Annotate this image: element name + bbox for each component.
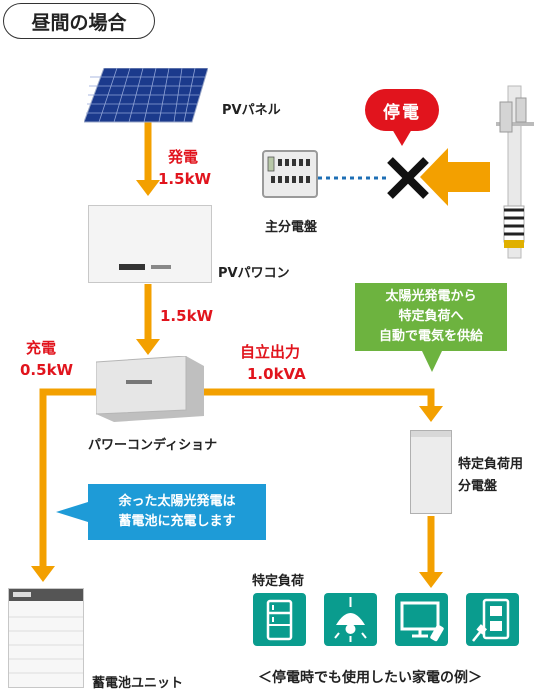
television-icon — [395, 593, 448, 646]
outage-badge: 停電 — [365, 89, 439, 131]
surplus-charge-line2: 蓄電池に充電します — [118, 514, 236, 529]
surplus-charge-callout: 余った太陽光発電は 蓄電池に充電します — [88, 484, 266, 540]
footer-caption: ＜停電時でも使用したい家電の例＞ — [258, 670, 482, 686]
refrigerator-icon — [253, 593, 306, 646]
power-conditioner-label: パワーコンディショナ — [88, 438, 218, 453]
auto-supply-callout: 太陽光発電から 特定負荷へ 自動で電気を供給 — [355, 283, 507, 351]
pv-panel-icon — [84, 68, 208, 123]
self-output-value: 1.0kVA — [247, 365, 306, 383]
generation-label: 発電 — [168, 148, 199, 166]
pv-inverter-icon — [88, 205, 212, 283]
green-callout-tail — [422, 351, 442, 372]
battery-icon — [8, 588, 84, 688]
outlet-icon — [466, 593, 519, 646]
flow-arrowhead-inverter — [136, 339, 160, 355]
ceiling-light-icon — [324, 593, 377, 646]
flow-line-charge — [39, 388, 98, 566]
main-board-label: 主分電盤 — [265, 220, 318, 235]
surplus-charge-line1: 余った太陽光発電は — [118, 494, 236, 509]
main-board-icon — [262, 150, 318, 198]
page-title: 昼間の場合 — [3, 3, 155, 39]
blue-callout-tail — [56, 502, 88, 522]
flow-line-output — [200, 388, 435, 408]
pv-panel-label: PVパネル — [222, 103, 281, 118]
auto-supply-line3: 自動で電気を供給 — [378, 329, 483, 344]
auto-supply-line1: 太陽光発電から — [385, 289, 477, 304]
flow-arrowhead-pv — [136, 180, 160, 196]
specific-board-label-2: 分電盤 — [458, 479, 498, 494]
self-output-label: 自立出力 — [240, 343, 301, 361]
charge-value: 0.5kW — [20, 361, 74, 379]
battery-label: 蓄電池ユニット — [92, 676, 184, 691]
specific-board-label-1: 特定負荷用 — [458, 457, 524, 472]
grid-arrow — [420, 148, 490, 206]
outage-callout-tail — [392, 129, 412, 146]
inverter-output-value: 1.5kW — [160, 307, 214, 325]
power-conditioner-icon — [96, 356, 204, 422]
flow-arrowhead-charge — [31, 566, 55, 582]
cross-icon — [387, 157, 429, 199]
charge-label: 充電 — [26, 339, 57, 357]
flow-arrowhead-loads — [419, 572, 443, 588]
utility-pole-icon — [496, 85, 534, 259]
generation-value: 1.5kW — [158, 170, 212, 188]
specific-board-icon — [410, 430, 452, 514]
loads-title: 特定負荷 — [252, 574, 305, 589]
pv-inverter-label: PVパワコン — [218, 266, 290, 281]
auto-supply-line2: 特定負荷へ — [398, 309, 464, 324]
flow-arrowhead-output — [419, 406, 443, 422]
